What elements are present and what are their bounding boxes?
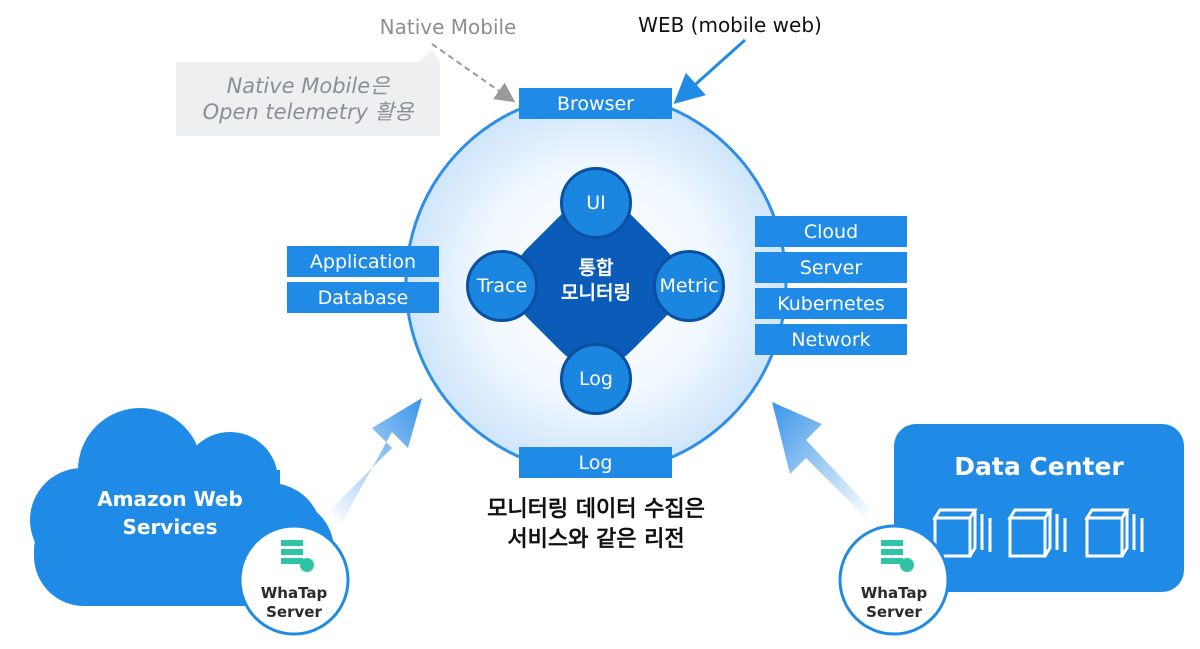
caption-line1: 모니터링 데이터 수집은 xyxy=(487,497,705,522)
log-node: Log xyxy=(560,343,632,415)
core-title-line2: 모니터링 xyxy=(561,281,631,304)
log-bar: Log xyxy=(519,447,672,478)
core-title-line1: 통합 xyxy=(578,256,614,279)
caption-line2: 서비스와 같은 리전 xyxy=(507,527,685,552)
aws-badge-line2: Server xyxy=(266,603,322,621)
whatap-server-icon xyxy=(881,540,914,572)
trace-node: Trace xyxy=(466,250,538,322)
browser-bar: Browser xyxy=(519,88,672,119)
ui-node: UI xyxy=(560,167,632,239)
server-racks-icon xyxy=(932,508,1144,558)
aws-badge-line1: WhaTap xyxy=(260,584,328,602)
native-mobile-arrow xyxy=(431,43,516,103)
native-mobile-label: Native Mobile xyxy=(379,15,517,39)
aws-badge-circle xyxy=(238,524,350,636)
datacenter-badge-line2: Server xyxy=(866,603,922,621)
core-diamond xyxy=(512,199,680,367)
callout-line2: Open telemetry 활용 xyxy=(202,100,414,124)
network-bar: Network xyxy=(755,324,907,355)
datacenter-badge-circle xyxy=(838,524,950,636)
web-label: WEB (mobile web) xyxy=(638,13,822,37)
web-arrow xyxy=(673,38,747,105)
whatap-server-icon xyxy=(281,540,314,572)
aws-title-line1: Amazon Web xyxy=(97,487,243,511)
metric-node: Metric xyxy=(653,250,725,322)
callout-bubble xyxy=(176,50,440,136)
kubernetes-bar: Kubernetes xyxy=(755,288,907,319)
datacenter-badge-line1: WhaTap xyxy=(860,584,928,602)
callout-line1: Native Mobile은 xyxy=(226,74,390,98)
aws-title-line2: Services xyxy=(122,515,218,539)
application-bar: Application xyxy=(287,246,439,277)
datacenter-title: Data Center xyxy=(954,451,1124,481)
datacenter-box xyxy=(894,424,1184,592)
server-bar: Server xyxy=(755,252,907,283)
cloud-bar: Cloud xyxy=(755,216,907,247)
aws-inflow-arrow xyxy=(330,398,422,522)
database-bar: Database xyxy=(287,282,439,313)
datacenter-inflow-arrow xyxy=(772,402,870,520)
